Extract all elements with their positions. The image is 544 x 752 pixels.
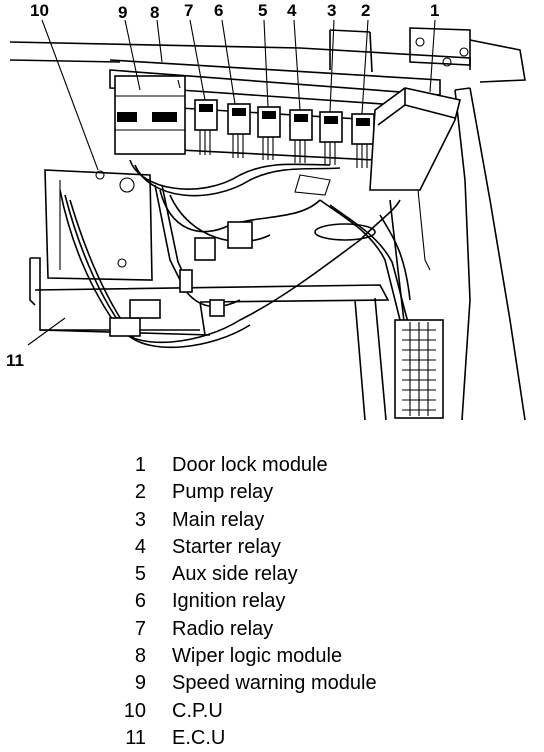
callout-numbers: 10 9 8 7 6 5 4 3 2 1 11 xyxy=(6,1,439,370)
door-lock-module xyxy=(369,87,461,271)
legend-item-number: 10 xyxy=(123,699,146,722)
relay-7-radio xyxy=(194,99,218,155)
legend: 1 Door lock module 2 Pump relay 3 Main relay 4… xyxy=(100,452,520,752)
legend-item-label: C.P.U xyxy=(172,699,223,722)
legend-item: 6 Ignition relay xyxy=(100,588,520,615)
multi-pin-connector xyxy=(394,319,444,419)
legend-item-label: Radio relay xyxy=(172,617,274,640)
legend-item-number: 11 xyxy=(125,726,146,749)
legend-item-number: 3 xyxy=(134,508,146,531)
callout-1: 1 xyxy=(430,1,439,20)
wiring-harness xyxy=(59,159,411,349)
relay-6-ignition xyxy=(227,103,251,158)
legend-item-number: 1 xyxy=(134,454,146,476)
callout-8: 8 xyxy=(150,3,159,22)
legend-item-label: E.C.U xyxy=(172,726,226,749)
legend-item-label: Wiper logic module xyxy=(172,645,343,668)
callout-6: 6 xyxy=(214,1,223,20)
relay-location-diagram: 10 9 8 7 6 5 4 3 2 1 11 xyxy=(6,1,526,421)
legend-item-number: 2 xyxy=(134,481,146,504)
legend-item: 3 Main relay xyxy=(100,507,520,534)
legend-item: 7 Radio relay xyxy=(100,616,520,643)
legend-item: 5 Aux side relay xyxy=(100,561,520,588)
callout-2: 2 xyxy=(361,1,370,20)
legend-item-number: 9 xyxy=(134,672,146,695)
callout-4: 4 xyxy=(287,1,297,20)
cpu-panel xyxy=(44,169,153,281)
legend-item-label: Door lock module xyxy=(172,454,328,476)
callout-7: 7 xyxy=(184,1,193,20)
relay-4-starter xyxy=(289,109,313,163)
legend-item-label: Starter relay xyxy=(172,535,281,558)
legend-item-number: 5 xyxy=(134,563,146,586)
callout-5: 5 xyxy=(258,1,267,20)
legend-item-number: 7 xyxy=(134,617,146,640)
callout-leader-lines xyxy=(27,19,436,346)
callout-9: 9 xyxy=(118,3,127,22)
legend-item-number: 6 xyxy=(134,590,146,613)
legend-item: 8 Wiper logic module xyxy=(100,643,520,670)
legend-item: 11 E.C.U xyxy=(100,725,520,752)
relay-5-aux-side xyxy=(257,106,281,160)
callout-11: 11 xyxy=(6,351,24,370)
legend-item: 10 C.P.U xyxy=(100,698,520,725)
legend-item-label: Main relay xyxy=(172,508,265,531)
legend-item-label: Pump relay xyxy=(172,481,274,504)
legend-item: 9 Speed warning module xyxy=(100,670,520,697)
callout-3: 3 xyxy=(327,1,336,20)
legend-item-number: 8 xyxy=(134,645,146,668)
dashboard-structure xyxy=(9,27,526,421)
callout-10: 10 xyxy=(30,1,49,20)
legend-item: 4 Starter relay xyxy=(100,534,520,561)
speed-warning-module xyxy=(114,75,186,155)
legend-item: 2 Pump relay xyxy=(100,479,520,506)
legend-item: 1 Door lock module xyxy=(100,452,520,479)
legend-item-number: 4 xyxy=(134,535,146,558)
legend-item-label: Ignition relay xyxy=(172,590,286,613)
relay-3-main xyxy=(319,111,343,165)
legend-item-label: Speed warning module xyxy=(172,672,377,695)
legend-item-label: Aux side relay xyxy=(172,563,298,586)
